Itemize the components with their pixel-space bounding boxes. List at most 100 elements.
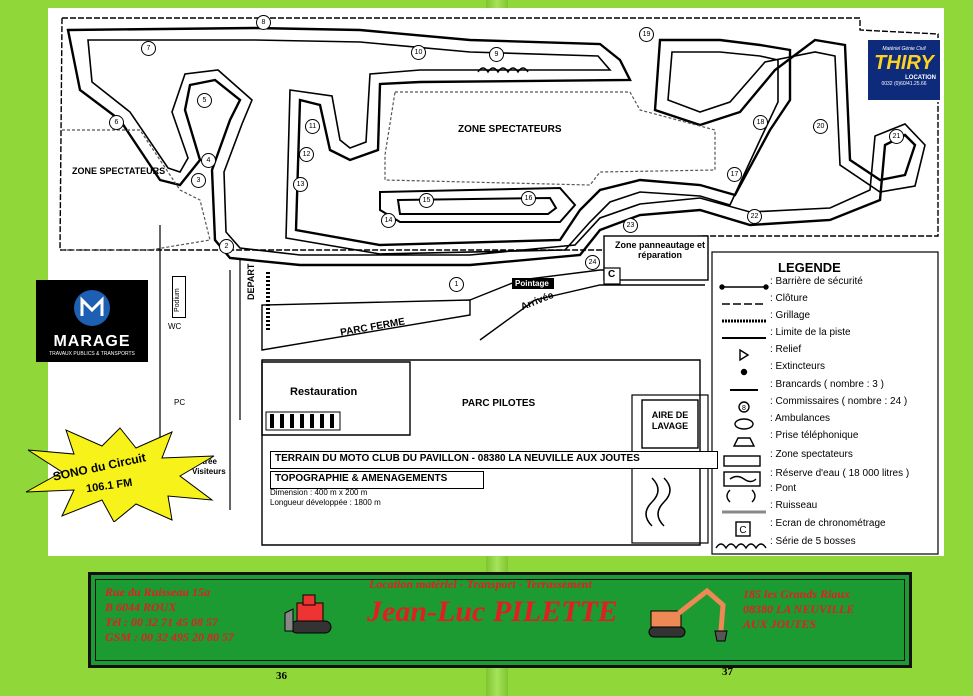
dimension-text: Dimension : 400 m x 200 m bbox=[270, 488, 368, 497]
outer-fence bbox=[59, 17, 939, 251]
thiry-name: THIRY bbox=[874, 52, 934, 74]
wc-label: WC bbox=[168, 322, 182, 331]
marshal-5: 5 bbox=[197, 93, 212, 108]
aire-lavage-outer bbox=[631, 394, 709, 544]
marshal-12: 12 bbox=[299, 147, 314, 162]
marshal-3: 3 bbox=[191, 173, 206, 188]
pc-label: PC bbox=[174, 398, 186, 407]
legend-item: : Série de 5 bosses bbox=[770, 536, 856, 547]
marshal-16: 16 bbox=[521, 191, 536, 206]
spectator-zone-center bbox=[384, 91, 716, 186]
marshal-11: 11 bbox=[305, 119, 320, 134]
longueur-text: Longueur développée : 1800 m bbox=[270, 498, 381, 507]
zone-spectateurs-label: ZONE SPECTATEURS bbox=[458, 124, 562, 135]
panneautage-box bbox=[603, 235, 709, 281]
marshal-7: 7 bbox=[141, 41, 156, 56]
legend-item: : Grillage bbox=[770, 310, 811, 321]
topo-text: TOPOGRAPHIE & AMENAGEMENTS bbox=[275, 473, 448, 484]
chrono-screen bbox=[603, 267, 621, 285]
excavator-icon bbox=[648, 587, 728, 642]
marage-sub: TRAVAUX PUBLICS & TRANSPORTS bbox=[49, 351, 135, 357]
marshal-20: 20 bbox=[813, 119, 828, 134]
legend-item: : Réserve d'eau ( 18 000 litres ) bbox=[770, 468, 910, 479]
terrain-text: TERRAIN DU MOTO CLUB DU PAVILLON - 08380… bbox=[275, 453, 640, 464]
marshal-19: 19 bbox=[639, 27, 654, 42]
marshal-10: 10 bbox=[411, 45, 426, 60]
footer-frame bbox=[95, 579, 905, 661]
legend-item: : Ecran de chronométrage bbox=[770, 518, 886, 529]
legend-8: 8 bbox=[742, 405, 746, 412]
restaurant-stripes bbox=[265, 411, 341, 431]
bulldozer-icon bbox=[284, 594, 332, 634]
legend-item: : Barrière de sécurité bbox=[770, 276, 863, 287]
terrain-box: TERRAIN DU MOTO CLUB DU PAVILLON - 08380… bbox=[270, 451, 718, 469]
footer-ad: Rue du Ruisseau 15a B 6044 ROUX Tél : 00… bbox=[88, 572, 912, 668]
addr-left-1: B 6044 ROUX bbox=[105, 600, 177, 614]
marshal-14: 14 bbox=[381, 213, 396, 228]
legend-item: : Extincteurs bbox=[770, 361, 826, 372]
depart-label: DEPART bbox=[246, 263, 256, 300]
footer-left-address: Rue du Ruisseau 15a B 6044 ROUX Tél : 00… bbox=[105, 585, 234, 645]
legend-item: : Limite de la piste bbox=[770, 327, 851, 338]
podium-box bbox=[172, 276, 186, 318]
paddock-outline bbox=[261, 359, 701, 546]
footer-tagline: Location matériel - Transport - Terrasse… bbox=[369, 577, 592, 591]
marage-logo: MARAGE TRAVAUX PUBLICS & TRANSPORTS bbox=[36, 280, 148, 362]
marshal-6: 6 bbox=[109, 115, 124, 130]
thiry-sub: LOCATION bbox=[905, 75, 936, 81]
footer-right-address: 185 les Grands Riaux 08380 LA NEUVILLE A… bbox=[743, 587, 854, 632]
legend-chrono-c: C bbox=[739, 525, 746, 536]
legend-item: : Relief bbox=[770, 344, 802, 355]
marshal-8: 8 bbox=[256, 15, 271, 30]
thiry-top: Matériel Génie Civil bbox=[882, 46, 926, 52]
marshal-24: 24 bbox=[585, 255, 600, 270]
marshal-15: 15 bbox=[419, 193, 434, 208]
marage-name: MARAGE bbox=[53, 333, 131, 350]
legend-item: : Ruisseau bbox=[770, 500, 818, 511]
thiry-phone: 0032 (0)60/41.25.66 bbox=[881, 81, 927, 87]
parc-ferme-outline bbox=[261, 299, 471, 351]
addr-left-3: GSM : 00 32 495 20 80 57 bbox=[105, 630, 235, 644]
addr-right-0: 185 les Grands Riaux bbox=[743, 587, 851, 601]
sono-burst: SONO du Circuit 106.1 FM bbox=[22, 426, 218, 523]
chrono-label: C bbox=[608, 269, 616, 280]
marshal-9: 9 bbox=[489, 47, 504, 62]
parc-pilotes-label: PARC PILOTES bbox=[462, 398, 536, 409]
addr-left-2: Tél : 00 32 71 45 08 57 bbox=[105, 615, 218, 629]
bumps-9 bbox=[477, 67, 529, 74]
starburst-icon bbox=[25, 427, 215, 523]
zone-spectateurs-left-label: ZONE SPECTATEURS bbox=[72, 166, 166, 176]
marshal-22: 22 bbox=[747, 209, 762, 224]
track-inner bbox=[87, 39, 926, 256]
legend-item: : Commissaires ( nombre : 24 ) bbox=[770, 396, 908, 407]
restauration-label: Restauration bbox=[290, 386, 358, 398]
marshal-23: 23 bbox=[623, 218, 638, 233]
marshal-17: 17 bbox=[727, 167, 742, 182]
aire-lavage-label: AIRE DE LAVAGE bbox=[651, 410, 689, 431]
panneautage-label: Zone panneautage et réparation bbox=[614, 240, 705, 260]
marshal-18: 18 bbox=[753, 115, 768, 130]
addr-right-2: AUX JOUTES bbox=[743, 617, 817, 631]
marage-m-icon bbox=[74, 290, 110, 326]
marshal-13: 13 bbox=[293, 177, 308, 192]
pointage-label: Pointage bbox=[515, 279, 549, 288]
legend-box bbox=[711, 251, 939, 555]
addr-right-1: 08380 LA NEUVILLE bbox=[743, 602, 855, 616]
inner-loop bbox=[379, 186, 577, 223]
legend-item: : Brancards ( nombre : 3 ) bbox=[770, 379, 884, 390]
pointage-box bbox=[512, 278, 554, 289]
ruisseau bbox=[645, 477, 671, 527]
addr-left-0: Rue du Ruisseau 15a bbox=[105, 585, 211, 599]
marshal-2: 2 bbox=[219, 239, 234, 254]
legend-item: : Zone spectateurs bbox=[770, 449, 853, 460]
legend-item: : Pont bbox=[770, 483, 797, 494]
legend-item: : Ambulances bbox=[770, 413, 831, 424]
marshal-21: 21 bbox=[889, 129, 904, 144]
legend-title: LEGENDE bbox=[778, 260, 841, 275]
restaurant-block bbox=[261, 361, 411, 436]
track-outline bbox=[66, 26, 917, 267]
podium-label: Podium bbox=[174, 288, 181, 312]
page-number-left: 36 bbox=[276, 670, 287, 682]
